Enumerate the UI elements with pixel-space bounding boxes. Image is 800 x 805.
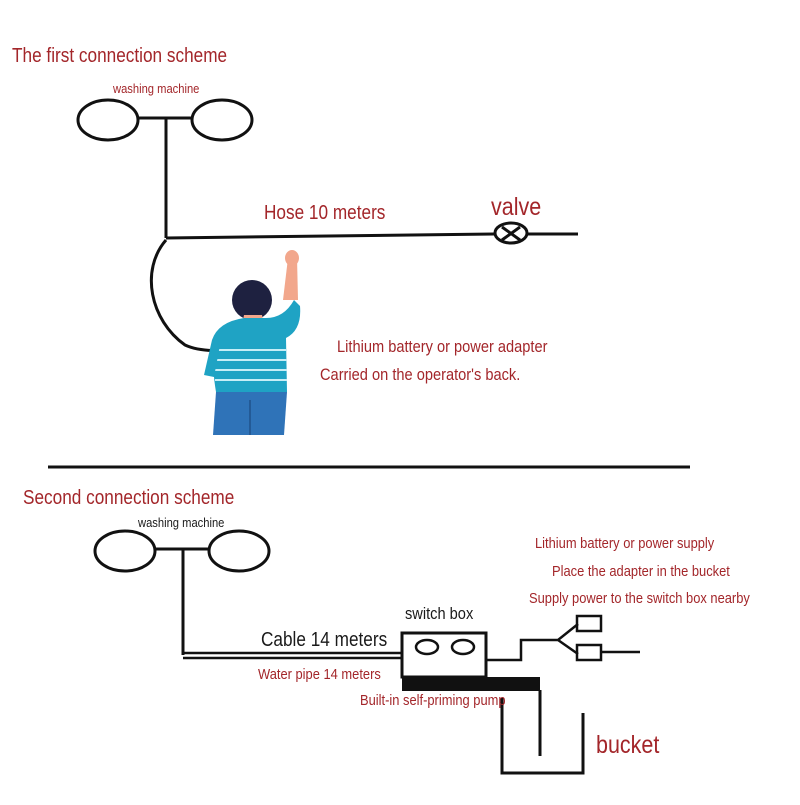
power-label-line2: Place the adapter in the bucket [552,563,730,580]
battery-label-line1: Lithium battery or power adapter [337,337,548,356]
valve-icon [493,221,529,245]
pump-label: Built-in self-priming pump [360,692,506,709]
bucket-outline [500,698,585,775]
switch-box-left-button [414,638,440,656]
valve-label: valve [491,193,542,221]
machine-1-left-disc [76,98,140,142]
switch-box [400,631,488,679]
scheme2-machine-label: washing machine [138,515,225,530]
power-label-line3: Supply power to the switch box nearby [529,590,750,607]
plug-top [575,614,603,633]
machine-2-left-disc [93,529,157,573]
scheme2-title: Second connection scheme [23,487,235,509]
scheme1-machine-label: washing machine [113,81,200,96]
switch-box-body [400,631,488,679]
switch-box-right-button [450,638,476,656]
power-lead [486,623,579,662]
operator-raised-arm [283,257,298,300]
pump-base [402,677,540,691]
machine-1-right-disc [190,98,254,142]
hose-label: Hose 10 meters [264,202,386,224]
cable-label: Cable 14 meters [261,629,388,651]
battery-label-line2: Carried on the operator's back. [320,365,521,384]
washing-machine-1 [76,98,254,238]
bucket-label: bucket [596,731,660,759]
washing-machine-2 [93,529,271,655]
plug-bottom [575,643,603,662]
power-label-line1: Lithium battery or power supply [535,535,715,552]
shirt-stripes [215,349,287,381]
water-pipe-label: Water pipe 14 meters [258,666,381,683]
operator-fist [285,250,299,266]
machine-2-right-disc [207,529,271,573]
switch-box-label: switch box [405,604,474,623]
operator-figure [204,250,301,435]
scheme1-title: The first connection scheme [12,45,228,67]
operator-hanging-arm [204,340,220,377]
hose-line [165,232,495,240]
operator-head [232,280,272,320]
bucket-icon [500,690,585,775]
